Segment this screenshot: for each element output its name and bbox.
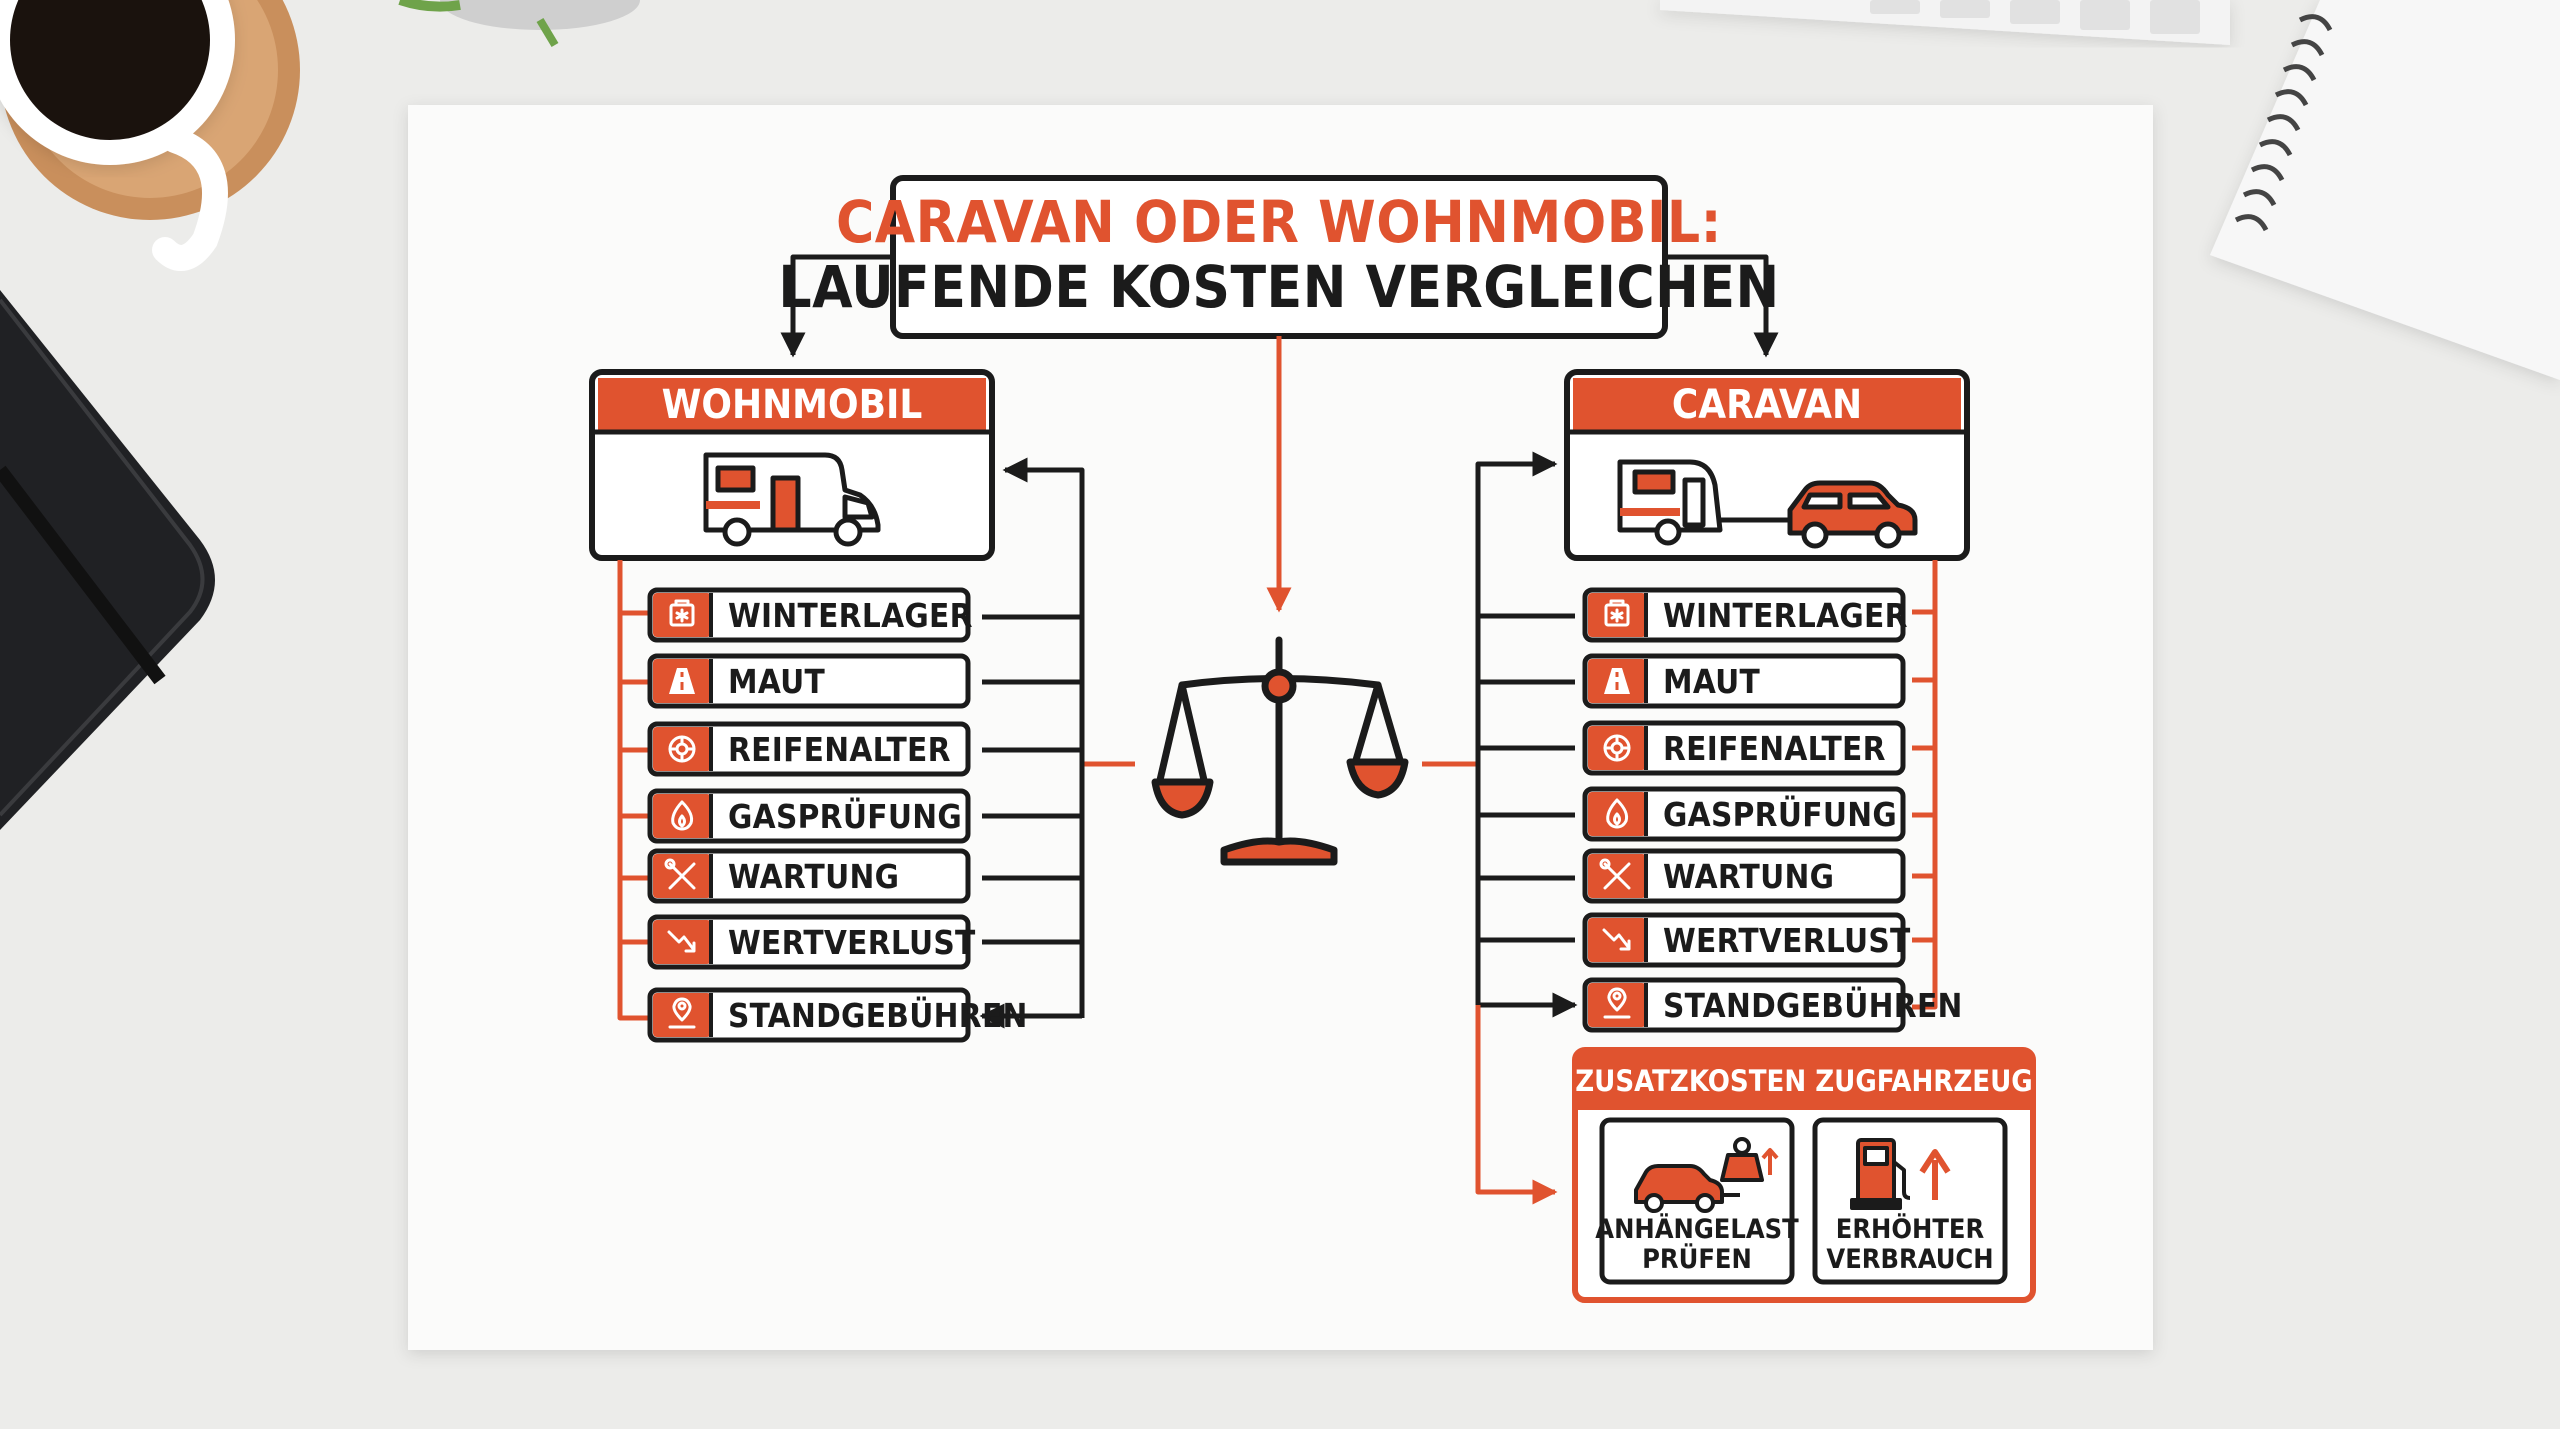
- caravan-item-label: WARTUNG: [1663, 857, 1834, 896]
- gas-flame-icon: [1606, 798, 1629, 829]
- left-connectors: [617, 457, 1135, 1018]
- right-connectors: [1422, 451, 1938, 1205]
- verbrauch-line-2: VERBRAUCH: [1826, 1244, 1993, 1275]
- tire-icon: [1603, 734, 1631, 762]
- tools-icon: [664, 858, 696, 890]
- caravan-item-3: GASPRÜFUNG: [1582, 786, 1906, 842]
- spiral-notepad-icon: [2210, 0, 2560, 380]
- wohnmobil-item-label: MAUT: [728, 662, 826, 701]
- title-line-1: CARAVAN ODER WOHNMOBIL:: [836, 188, 1722, 256]
- wohnmobil-item-label: GASPRÜFUNG: [728, 796, 962, 836]
- wohnmobil-item-5: WERTVERLUST: [647, 914, 976, 970]
- winter-storage-icon: [1604, 599, 1630, 627]
- wohnmobil-item-3: GASPRÜFUNG: [647, 788, 971, 844]
- caravan-item-label: REIFENALTER: [1663, 729, 1886, 768]
- caravan-item-1: MAUT: [1582, 653, 1906, 709]
- wohnmobil-item-1: MAUT: [647, 653, 971, 709]
- road-toll-icon: [1604, 668, 1630, 694]
- desk-decorations: [0, 0, 2560, 830]
- tire-icon: [668, 735, 696, 763]
- location-pin-icon: [668, 997, 696, 1029]
- plant-pot-icon: [398, 0, 640, 48]
- wohnmobil-card: WOHNMOBIL: [589, 369, 995, 561]
- caravan-header: CARAVAN: [1672, 382, 1862, 428]
- wohnmobil-item-4: WARTUNG: [647, 848, 971, 904]
- caravan-item-label: WINTERLAGER: [1663, 596, 1908, 635]
- caravan-item-label: STANDGEBÜHREN: [1663, 985, 1963, 1025]
- motorhome-icon: [703, 452, 881, 547]
- extra-costs-box: ZUSATZKOSTEN ZUGFAHRZEUG ANHÄNGELAST PRÜ…: [1572, 1047, 2036, 1303]
- anhaengelast-line-1: ANHÄNGELAST: [1595, 1213, 1799, 1245]
- caravan-item-6: STANDGEBÜHREN: [1582, 977, 1963, 1033]
- caravan-item-2: REIFENALTER: [1582, 720, 1906, 776]
- anhaengelast-line-2: PRÜFEN: [1642, 1242, 1752, 1275]
- location-pin-icon: [1603, 987, 1631, 1019]
- depreciation-icon: [1602, 928, 1631, 951]
- wohnmobil-item-label: REIFENALTER: [728, 730, 951, 769]
- caravan-item-label: MAUT: [1663, 662, 1761, 701]
- gas-flame-icon: [671, 800, 694, 831]
- wohnmobil-item-label: WERTVERLUST: [728, 923, 976, 962]
- extra-costs-header: ZUSATZKOSTEN ZUGFAHRZEUG: [1575, 1064, 2032, 1098]
- depreciation-icon: [667, 930, 696, 953]
- caravan-card: CARAVAN: [1564, 369, 1970, 561]
- car-weight-icon: [1634, 1137, 1779, 1213]
- road-toll-icon: [669, 668, 695, 694]
- fuel-pump-icon: [1850, 1138, 1951, 1210]
- notebook-icon: [0, 290, 215, 830]
- wohnmobil-item-2: REIFENALTER: [647, 721, 971, 777]
- tools-icon: [1599, 858, 1631, 890]
- caravan-item-label: WERTVERLUST: [1663, 921, 1911, 960]
- wohnmobil-item-label: WARTUNG: [728, 857, 899, 896]
- keyboard-icon: [1660, 0, 2230, 45]
- caravan-item-4: WARTUNG: [1582, 848, 1906, 904]
- title-connectors: [780, 254, 1779, 613]
- wohnmobil-item-0: WINTERLAGER: [647, 587, 973, 643]
- caravan-cost-list: WINTERLAGER MAUT REIFENALTER GASPRÜFUNG WART…: [1582, 587, 1963, 1033]
- balance-scale-icon: [1151, 636, 1409, 866]
- winter-storage-icon: [669, 599, 695, 627]
- wohnmobil-item-label: WINTERLAGER: [728, 596, 973, 635]
- wohnmobil-item-6: STANDGEBÜHREN: [647, 987, 1028, 1043]
- wohnmobil-cost-list: WINTERLAGER MAUT REIFENALTER GASPRÜFUNG WART…: [647, 587, 1028, 1043]
- title-box: CARAVAN ODER WOHNMOBIL: LAUFENDE KOSTEN …: [778, 175, 1779, 339]
- caravan-item-label: GASPRÜFUNG: [1663, 794, 1897, 834]
- extra-card-anhaengelast: ANHÄNGELAST PRÜFEN: [1595, 1117, 1799, 1285]
- wohnmobil-item-label: STANDGEBÜHREN: [728, 995, 1028, 1035]
- coffee-cup-icon: [0, 0, 300, 271]
- extra-card-verbrauch: ERHÖHTER VERBRAUCH: [1812, 1117, 2008, 1285]
- wohnmobil-header: WOHNMOBIL: [662, 382, 923, 428]
- title-line-2: LAUFENDE KOSTEN VERGLEICHEN: [778, 253, 1779, 321]
- caravan-with-car-icon: [1617, 459, 1918, 549]
- verbrauch-line-1: ERHÖHTER: [1836, 1212, 1985, 1245]
- caravan-item-5: WERTVERLUST: [1582, 912, 1911, 968]
- caravan-item-0: WINTERLAGER: [1582, 587, 1908, 643]
